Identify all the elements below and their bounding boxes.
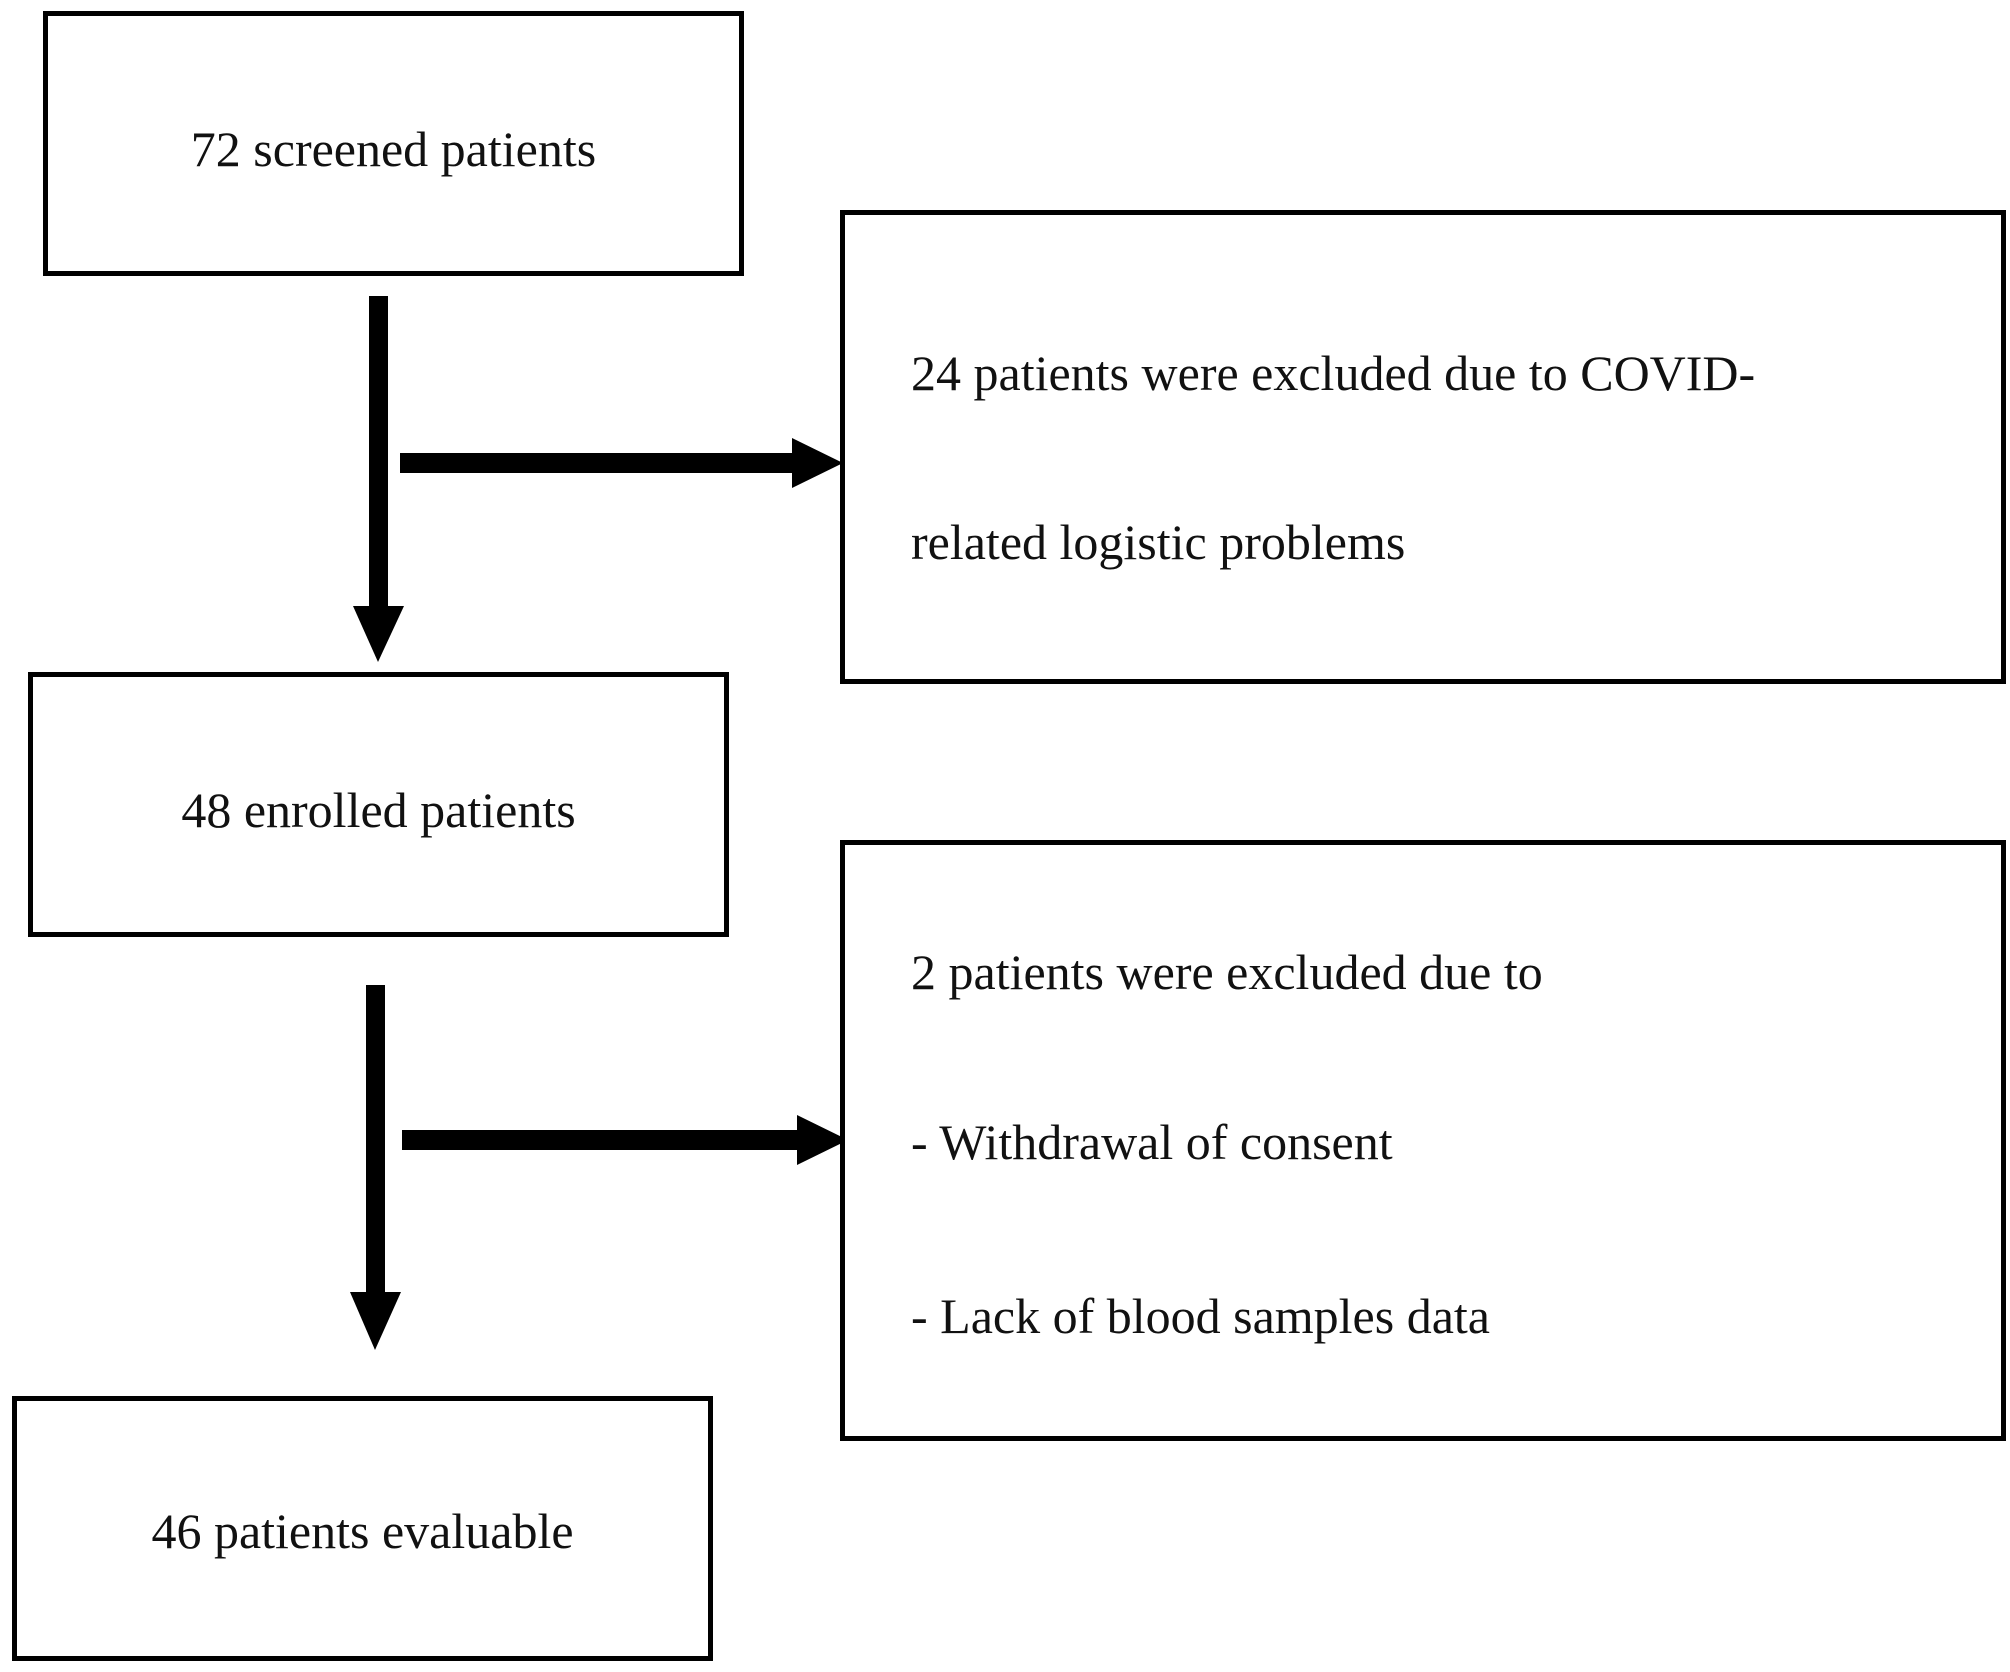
exclusion-box-1: 24 patients were excluded due to COVID- … [840,210,2006,684]
exclusion-2-line-3: - Lack of blood samples data [911,1288,1490,1344]
arrow-right-to-exclusion-2 [402,1115,848,1165]
exclusion-box-2: 2 patients were excluded due to - Withdr… [840,840,2006,1441]
arrow-down-enrolled-to-evaluable [350,985,401,1350]
enrolled-patients-label: 48 enrolled patients [181,782,576,838]
exclusion-2-line-1: 2 patients were excluded due to [911,944,1543,1000]
exclusion-1-line-2: related logistic problems [911,514,1406,570]
exclusion-2-line-2: - Withdrawal of consent [911,1114,1393,1170]
screened-patients-label: 72 screened patients [190,121,597,177]
screened-patients-box: 72 screened patients [43,11,744,276]
exclusion-1-line-1: 24 patients were excluded due to COVID- [911,345,1756,401]
enrolled-patients-box: 48 enrolled patients [28,672,729,937]
arrow-right-to-exclusion-1 [400,438,843,488]
arrow-down-screened-to-enrolled [353,296,404,662]
evaluable-patients-box: 46 patients evaluable [12,1396,713,1661]
evaluable-patients-label: 46 patients evaluable [151,1503,574,1559]
